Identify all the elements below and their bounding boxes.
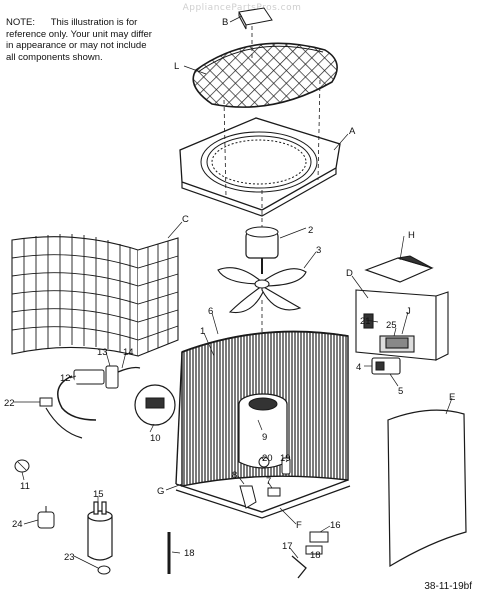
- callout-22: 22: [4, 398, 15, 409]
- callout-h: H: [408, 230, 415, 241]
- part-23-plug: [97, 565, 111, 575]
- callout-23: 23: [64, 552, 75, 563]
- callout-20: 20: [262, 453, 273, 464]
- callout-b: B: [222, 17, 228, 28]
- part-11-plug: [14, 459, 30, 473]
- part-15-filter-drier: [87, 501, 113, 561]
- part-3-fan-blade: [217, 267, 307, 314]
- leader-lines: [14, 15, 453, 569]
- part-e-side-panel: [387, 409, 467, 568]
- callout-c: C: [182, 214, 189, 225]
- callout-a: A: [349, 126, 356, 137]
- callout-14: 14: [123, 347, 134, 358]
- part-c-wire-guard: [11, 234, 179, 357]
- callout-15: 15: [93, 489, 104, 500]
- callout-6: 6: [208, 306, 213, 317]
- callout-1: 1: [200, 326, 205, 337]
- reference-note: NOTE: This illustration is for reference…: [6, 17, 156, 63]
- callout-4: 4: [356, 362, 361, 373]
- callout-11: 11: [20, 481, 30, 492]
- part-24-drier: [37, 506, 55, 529]
- callout-f: F: [296, 520, 302, 531]
- callout-24: 24: [12, 519, 23, 530]
- note-heading: NOTE:: [6, 17, 36, 28]
- watermark: AppliancePartsPros.com: [182, 3, 302, 13]
- part-l-fan-grille: [192, 42, 338, 108]
- figure-id: 38-11-19bf: [424, 581, 472, 592]
- callout-19: 19: [280, 453, 291, 464]
- callout-e: E: [449, 392, 455, 403]
- part-h-control-box-cover: [364, 255, 434, 283]
- callout-d: D: [346, 268, 353, 279]
- callout-7: 7: [266, 476, 271, 487]
- callout-9: 9: [262, 432, 267, 443]
- callout-18-rod: 18: [184, 548, 195, 559]
- callout-21: 21: [360, 316, 371, 327]
- part-d-control-box: [355, 289, 449, 361]
- note-text: This illustration is for reference only.…: [6, 17, 152, 63]
- part-4-5-capacitor: [371, 357, 401, 375]
- callout-5: 5: [398, 386, 403, 397]
- callout-8: 8: [232, 470, 237, 481]
- callout-3: 3: [316, 245, 321, 256]
- callout-25: 25: [386, 320, 397, 331]
- part-b-fan-cap: [238, 7, 273, 30]
- callout-18-coupling: 18: [310, 550, 321, 561]
- part-12-14-service-valves: [57, 365, 141, 421]
- part-a-top-panel: [179, 117, 341, 217]
- callout-17: 17: [282, 541, 293, 552]
- callout-l: L: [174, 61, 179, 72]
- callout-g: G: [157, 486, 164, 497]
- callout-2: 2: [308, 225, 313, 236]
- compressor-fittings: [239, 456, 291, 509]
- callout-12: 12: [60, 373, 71, 384]
- part-9-compressor: [238, 393, 288, 469]
- callout-10: 10: [150, 433, 161, 444]
- callout-j: J: [406, 306, 411, 317]
- part-2-fan-motor: [245, 226, 279, 274]
- part-16-17-coupling: [291, 531, 329, 579]
- callout-16: 16: [330, 520, 341, 531]
- callout-labels: B L A C 2 3 H D J 21 25 4 5 E 6 1 9 10 1…: [4, 17, 455, 563]
- callout-13: 13: [97, 347, 108, 358]
- part-10-pressure-switch: [134, 384, 176, 426]
